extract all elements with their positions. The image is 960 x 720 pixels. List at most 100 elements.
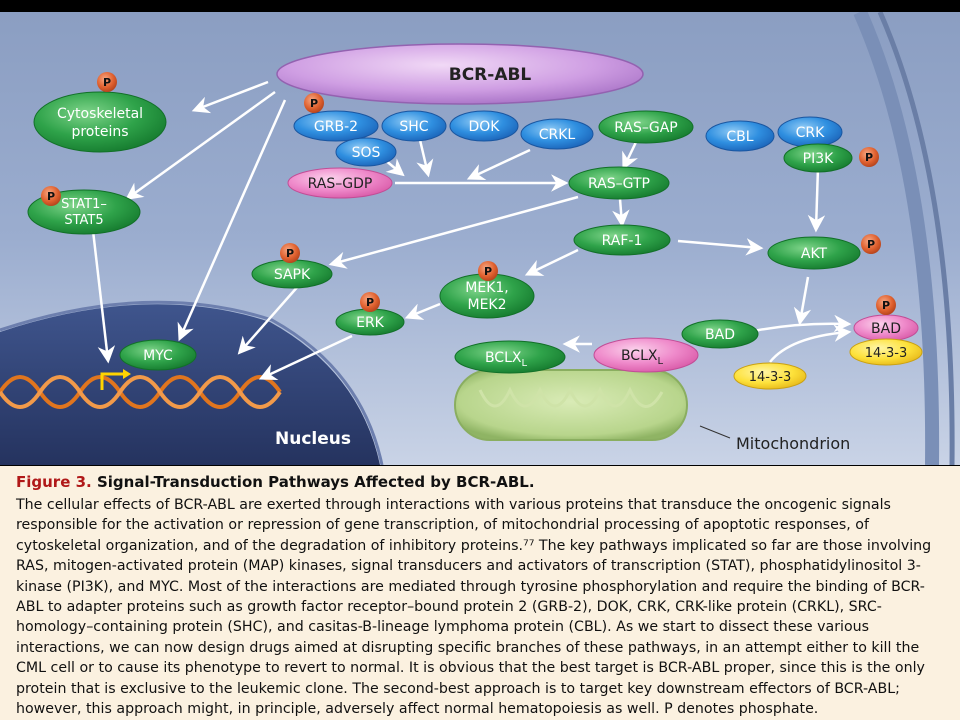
arrow-stat-myc [90, 221, 116, 364]
shc-node [381, 110, 447, 142]
signal-pathway-diagram: BCR-ABL Cytoskeletal proteins STAT1– STA… [0, 12, 960, 465]
crk-label: CRK [796, 125, 826, 141]
phosphate-label-cytoskeletal: P [103, 76, 111, 89]
arrow-bcrabl-stat [125, 90, 276, 201]
phosphate-icon-mek [478, 261, 498, 281]
cytoskeletal-label-line2: proteins [71, 124, 128, 140]
nucleus [0, 304, 380, 465]
transcription-start-arrow-icon [100, 372, 125, 390]
pi3k-node [783, 143, 853, 173]
arrow-erk-nucleus [258, 334, 353, 381]
dna-helix-icon [0, 375, 282, 409]
nuclear-envelope [0, 300, 384, 465]
myc-label: MYC [143, 348, 173, 364]
caption-title-text: Signal-Transduction Pathways Affected by… [96, 473, 535, 491]
phosphate-icon-cytoskeletal [97, 72, 117, 92]
crkl-label: CRKL [539, 127, 576, 143]
cell-membrane-outer [877, 12, 955, 465]
phosphate-label-mek: P [484, 265, 492, 278]
arrow-sos-ras [384, 158, 405, 177]
shc-label: SHC [399, 119, 428, 135]
phosphate-label-sapk: P [286, 247, 294, 260]
1433-bound-label: 14-3-3 [865, 346, 907, 361]
phosphate-label-bad: P [882, 299, 890, 312]
bclxl-green-label: BCLXL [485, 350, 528, 369]
raf1-label: RAF-1 [602, 233, 643, 249]
cbl-node [705, 120, 775, 152]
akt-node [767, 236, 861, 270]
arrow-bcrabl-cytoskeletal [191, 80, 269, 114]
arrow-rasgtp-sapk [328, 195, 579, 269]
sos-node [335, 137, 397, 167]
phosphate-label-pi3k: P [865, 151, 873, 164]
mek-label-line1: MEK1, [465, 280, 508, 296]
ras-gap-label: RAS–GAP [614, 120, 678, 136]
cell-membrane [853, 12, 940, 465]
bclxl-pink-node [593, 337, 699, 373]
mitochondrion [454, 369, 731, 441]
dok-node [449, 110, 519, 142]
nucleus-label: Nucleus [275, 429, 351, 449]
caption-body: The cellular effects of BCR-ABL are exer… [16, 497, 932, 718]
ras-gdp-label: RAS–GDP [308, 176, 373, 192]
phosphate-label-grb2: P [310, 97, 318, 110]
arrow-pi3k-akt [807, 166, 826, 233]
arrow-sapk-nucleus [237, 283, 301, 355]
figure-caption: Figure 3. Signal-Transduction Pathways A… [0, 466, 960, 720]
bclxl-pink-label: BCLXL [621, 348, 664, 367]
akt-label: AKT [801, 246, 828, 262]
ras-gap-node [598, 110, 694, 144]
raf1-node [573, 224, 671, 256]
bcr-abl-node [276, 43, 644, 105]
cbl-label: CBL [726, 129, 753, 145]
crkl-node [520, 118, 594, 150]
1433-free-label: 14-3-3 [749, 370, 791, 385]
cytoskeletal-label-line1: Cytoskeletal [57, 106, 143, 122]
phosphate-icon-erk [360, 292, 380, 312]
ras-gdp-node [287, 167, 393, 199]
phosphate-label-akt: P [867, 238, 875, 251]
phosphate-icon-sapk [280, 243, 300, 263]
bad-pink-label: BAD [871, 321, 901, 337]
arrow-1433-bad [769, 324, 852, 363]
myc-node [119, 339, 197, 371]
mitochondrion-label: Mitochondrion [736, 434, 850, 453]
arrow-bcrabl-myc [177, 99, 287, 342]
ras-gtp-label: RAS–GTP [588, 176, 650, 192]
arrow-shc-ras [416, 139, 434, 178]
phosphate-icon-stat [41, 186, 61, 206]
arrow-rasgtp-raf1 [612, 198, 630, 228]
phosphate-label-stat: P [47, 190, 55, 203]
phosphate-icon-pi3k [859, 147, 879, 167]
arrow-mek-erk [404, 302, 441, 320]
arrow-crkl-ras [466, 148, 531, 181]
grb2-node [293, 110, 379, 142]
pi3k-label: PI3K [803, 151, 834, 167]
bad-green-node [681, 319, 759, 349]
bclxl-green-node [454, 340, 566, 374]
sos-label: SOS [352, 145, 381, 161]
erk-label: ERK [356, 315, 385, 331]
phosphate-label-erk: P [366, 296, 374, 309]
arrow-rasgap-rasgtp [622, 139, 639, 171]
arrow-raf1-akt [677, 238, 764, 256]
ras-gtp-node [568, 166, 670, 200]
stat-label-line1: STAT1– [61, 197, 107, 212]
1433-free-node [733, 362, 807, 390]
figure-number: Figure 3. [16, 473, 92, 491]
cytoskeletal-proteins-node [33, 91, 167, 153]
arrow-raf1-mek [524, 248, 579, 276]
1433-bound-node [849, 338, 923, 366]
mek-label-line2: MEK2 [467, 297, 506, 313]
grb2-label: GRB-2 [314, 119, 358, 135]
bcr-abl-label: BCR-ABL [449, 65, 532, 85]
phosphate-icon-bad [876, 295, 896, 315]
arrow-akt-bad [793, 276, 812, 326]
phosphate-icon-grb2 [304, 93, 324, 113]
sapk-label: SAPK [274, 267, 311, 283]
bad-green-label: BAD [705, 327, 735, 343]
phosphate-icon-akt [861, 234, 881, 254]
stat-label-line2: STAT5 [64, 213, 103, 228]
dok-label: DOK [469, 119, 501, 135]
